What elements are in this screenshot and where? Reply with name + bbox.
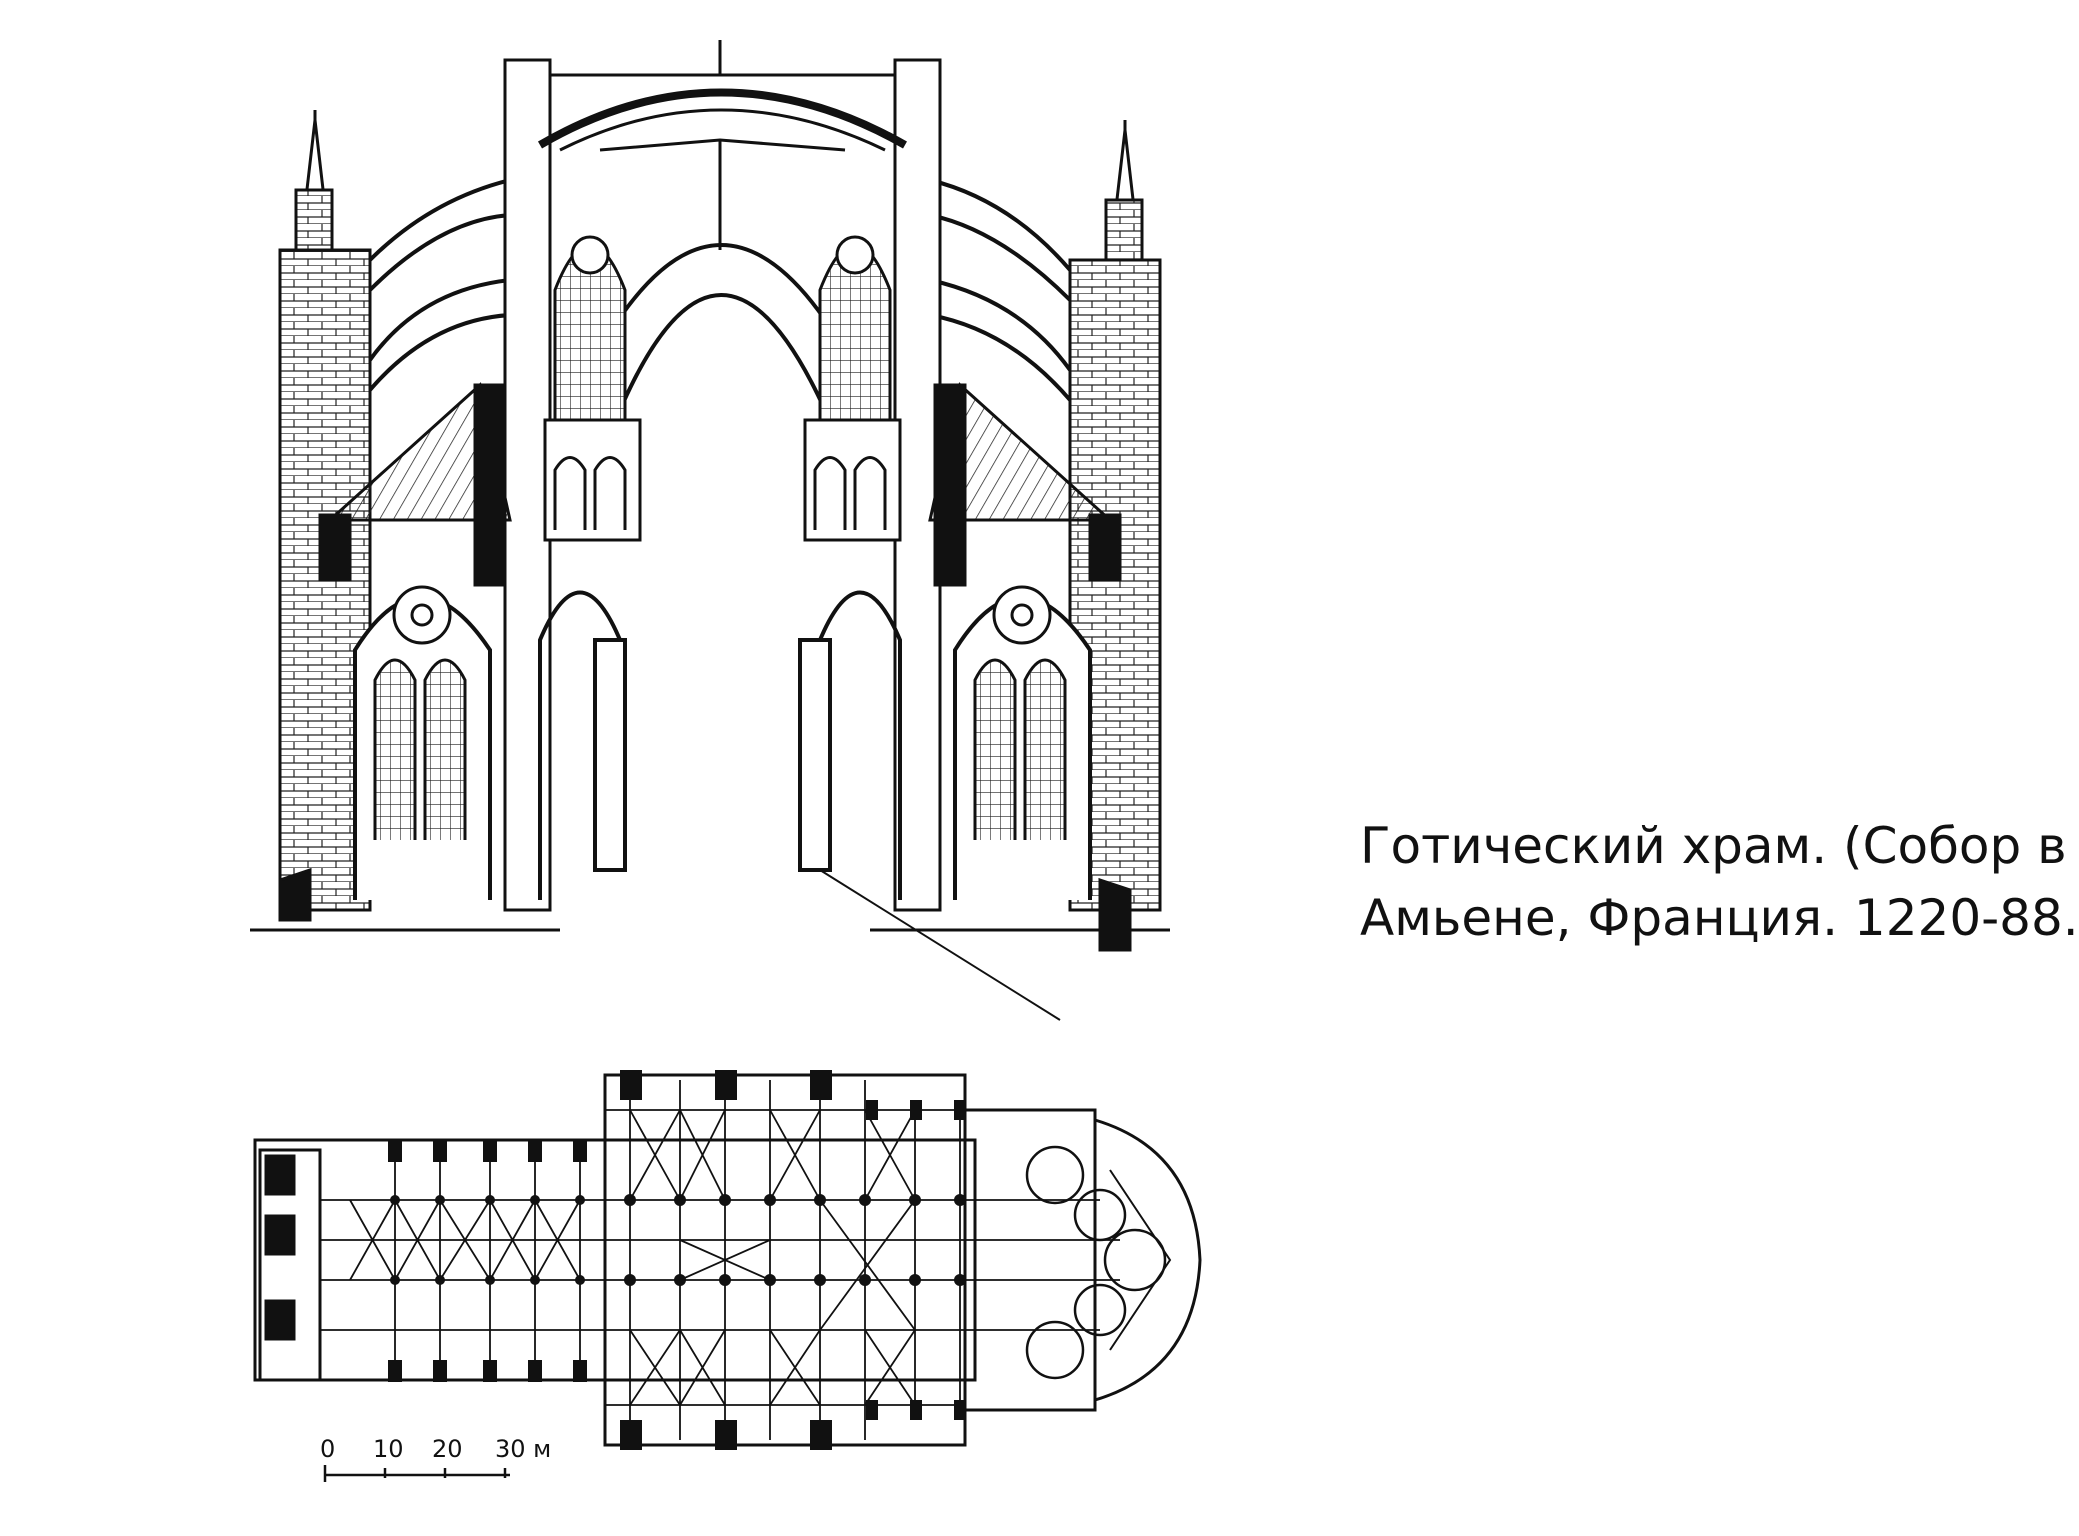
- scale-bar-labels: 0 10 20 30 м: [320, 1435, 551, 1463]
- triforium: [543, 418, 902, 542]
- caption-line-2: Амьене, Франция. 1220-88.: [1360, 889, 2079, 947]
- nave-arcade: [538, 590, 902, 900]
- vault-ribs: [320, 1080, 1120, 1440]
- apse-chapels: [1025, 1145, 1167, 1380]
- scale-label-30: 30 м: [495, 1435, 551, 1463]
- cathedral-cross-section: [250, 40, 1170, 1021]
- scale-label-20: 20: [432, 1435, 463, 1463]
- cathedral-floor-plan: [253, 1070, 1202, 1450]
- caption-line-1: Готический храм. (Собор в: [1360, 817, 2067, 875]
- aisle-windows: [353, 585, 1092, 900]
- figure-caption: Готический храм. (Собор в Амьене, Франци…: [1360, 810, 2079, 954]
- aisle-roofs: [318, 382, 1122, 587]
- left-buttress-tower: [278, 110, 372, 912]
- plan-pillars: [388, 1070, 966, 1450]
- clerestory-windows: [553, 235, 892, 420]
- scale-bar: [323, 1465, 510, 1482]
- left-nave-pier: [503, 58, 552, 912]
- scale-label-10: 10: [373, 1435, 404, 1463]
- flying-buttresses: [368, 178, 1072, 402]
- scale-label-0: 0: [320, 1435, 335, 1463]
